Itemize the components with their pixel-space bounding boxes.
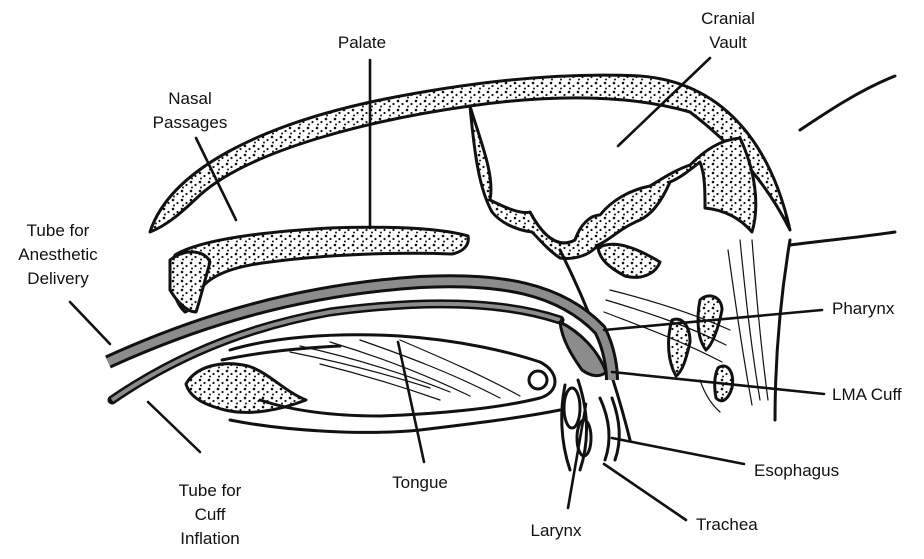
label-nasal-1: Nasal <box>168 89 211 108</box>
skull-bone <box>150 75 790 232</box>
nose-cartilage <box>170 252 210 312</box>
cuff-inflation-tube <box>112 304 560 400</box>
label-nasal-2: Passages <box>153 113 228 132</box>
label-tube-cuff-1: Tube for <box>179 481 242 500</box>
label-lma-cuff: LMA Cuff <box>832 385 902 404</box>
label-tube-anesthetic-3: Delivery <box>27 269 89 288</box>
label-cranial-vault-2: Vault <box>709 33 747 52</box>
label-tube-cuff-3: Inflation <box>180 529 240 548</box>
leader-tube-cuff <box>148 402 200 452</box>
label-tube-anesthetic-2: Anesthetic <box>18 245 98 264</box>
larynx-structure <box>562 380 620 470</box>
neck-back-outline <box>790 232 895 245</box>
label-palate: Palate <box>338 33 386 52</box>
leader-tube-anesthetic <box>70 302 110 344</box>
label-tube-cuff-2: Cuff <box>195 505 226 524</box>
back-of-head-outline <box>800 76 895 130</box>
leader-tongue <box>398 342 424 462</box>
label-pharynx: Pharynx <box>832 299 895 318</box>
label-esophagus: Esophagus <box>754 461 839 480</box>
cervical-spine-1 <box>598 244 660 277</box>
label-trachea: Trachea <box>696 515 758 534</box>
hyoid-bone <box>529 371 547 389</box>
leader-trachea <box>604 464 686 520</box>
label-tube-anesthetic-1: Tube for <box>27 221 90 240</box>
neck-outline <box>775 240 790 420</box>
mandible-bone <box>186 364 306 413</box>
chin-neck-contour <box>230 410 560 432</box>
label-larynx: Larynx <box>530 521 582 540</box>
leader-esophagus <box>612 438 744 464</box>
label-cranial-vault-1: Cranial <box>701 9 755 28</box>
label-tongue: Tongue <box>392 473 448 492</box>
